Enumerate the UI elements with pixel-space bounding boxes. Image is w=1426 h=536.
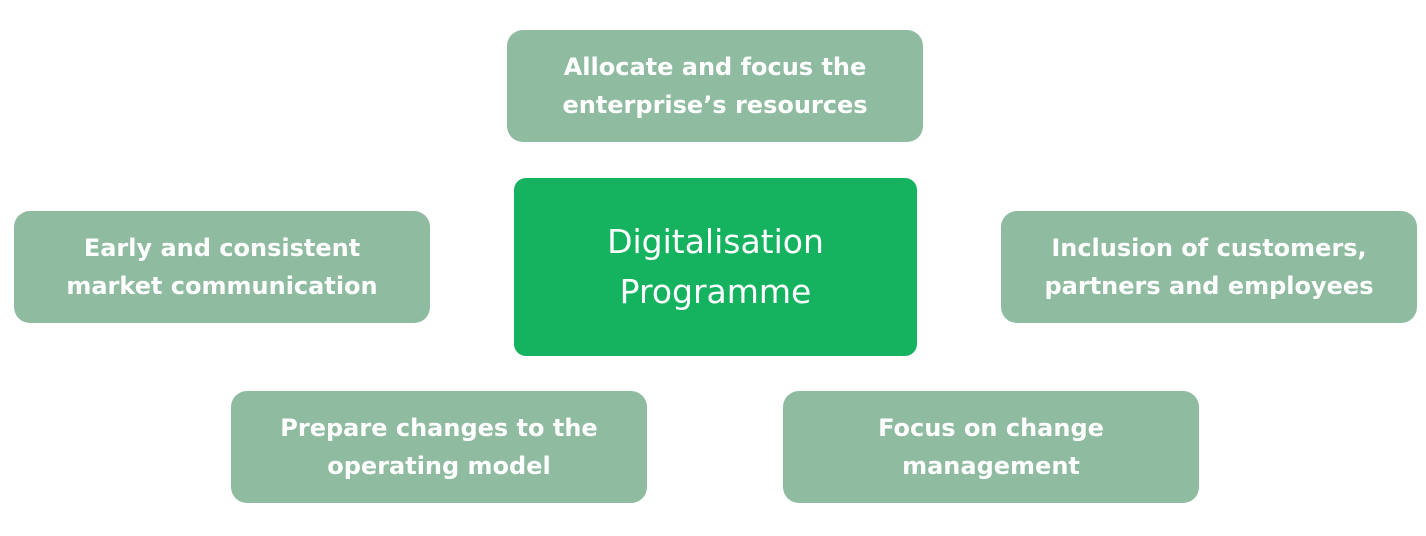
node-label-line: Prepare changes to the [280,414,598,442]
node-label-line: Allocate and focus the [563,53,867,81]
center-label-line: Programme [619,272,812,311]
node-label-line: Focus on change [878,414,1104,442]
node-change-management: Focus on change management [783,391,1199,503]
node-digitalisation-programme: Digitalisation Programme [514,178,917,356]
node-label-line: Early and consistent [83,234,361,262]
node-label-line: operating model [327,452,551,480]
node-label-line: market communication [66,272,378,300]
node-operating-model: Prepare changes to the operating model [231,391,647,503]
node-market-communication: Early and consistent market communicatio… [14,211,430,323]
node-label-line: partners and employees [1044,272,1374,300]
node-inclusion-stakeholders: Inclusion of customers, partners and emp… [1001,211,1417,323]
node-label-line: enterprise’s resources [562,91,868,119]
node-label-line: management [902,452,1080,480]
center-label-line: Digitalisation [607,222,824,261]
node-label-line: Inclusion of customers, [1051,234,1367,262]
node-allocate-resources: Allocate and focus the enterprise’s reso… [507,30,923,142]
